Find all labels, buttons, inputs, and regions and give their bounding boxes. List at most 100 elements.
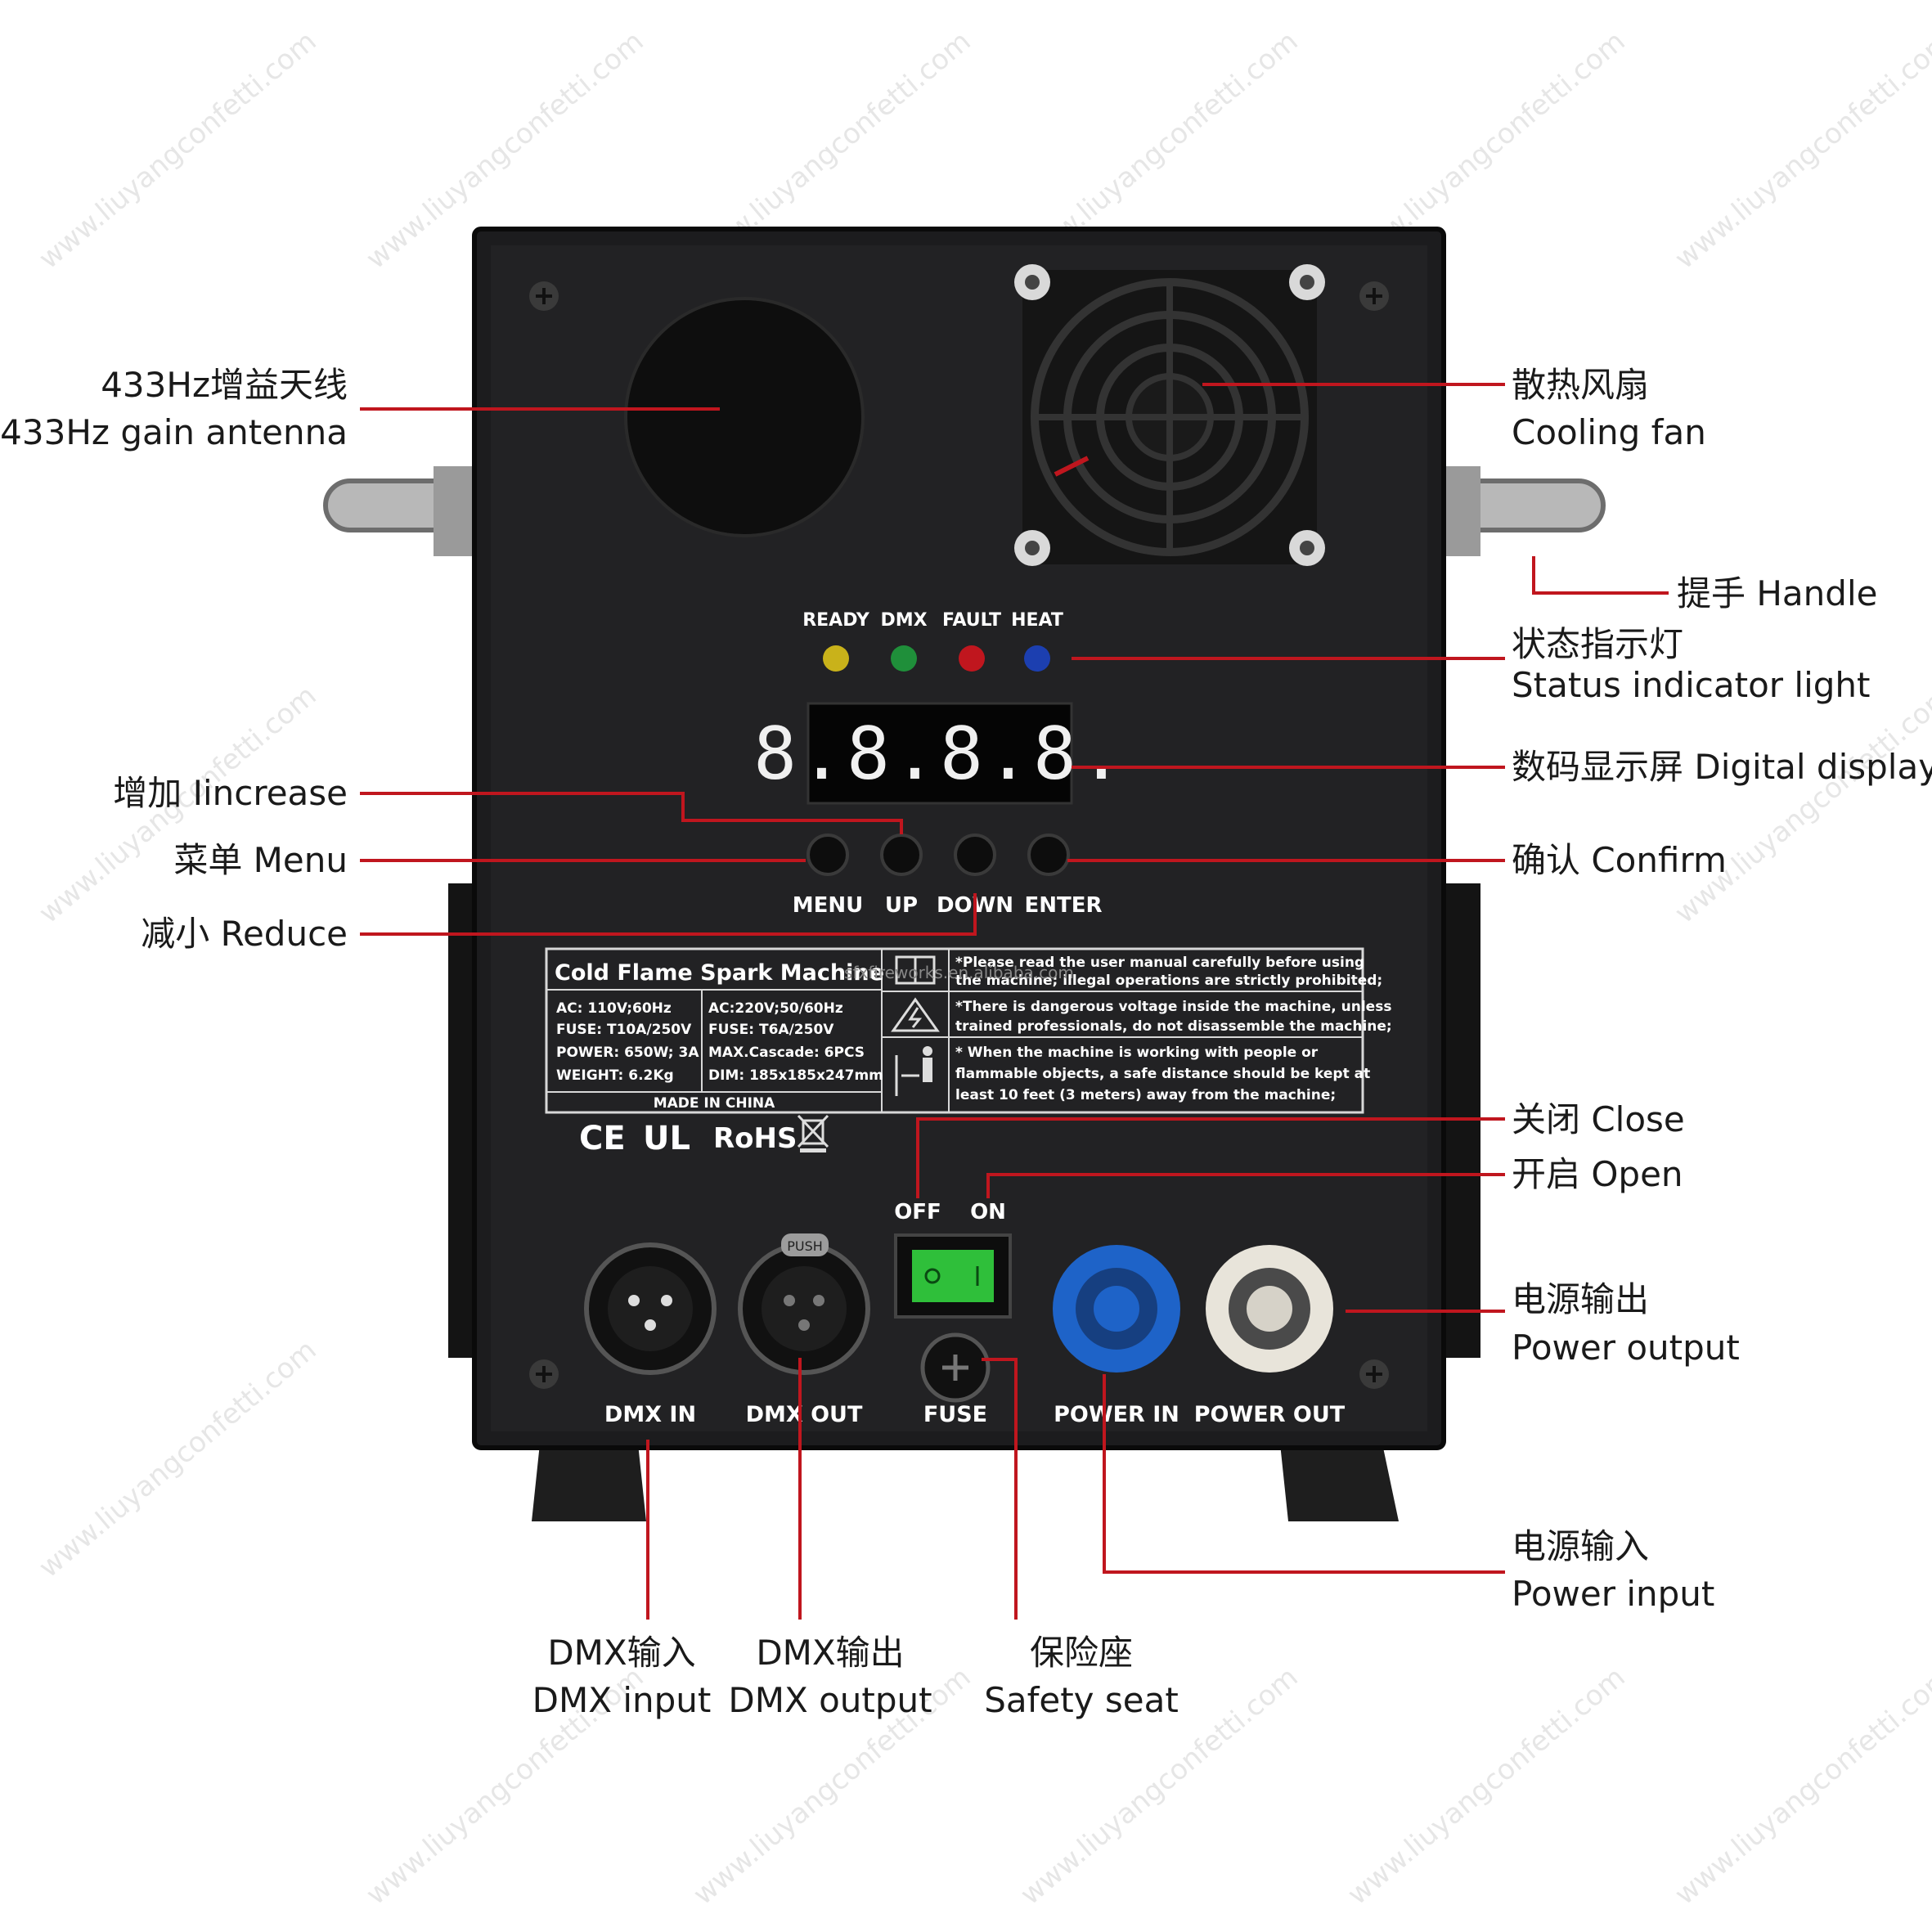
callout-power-in-en: Power input: [1512, 1574, 1714, 1614]
spec-line: FUSE: T6A/250V: [708, 1022, 834, 1038]
warning-text: * When the machine is working with peopl…: [955, 1045, 1319, 1061]
spec-line: AC:220V;50/60Hz: [708, 1000, 843, 1017]
distance-person-icon: [895, 1046, 932, 1096]
callout-dmx-out-cn: DMX输出: [756, 1633, 904, 1673]
callout-menu: 菜单 Menu: [173, 840, 348, 880]
handle-right: [1440, 466, 1606, 556]
port-label-dmx-out: DMX OUT: [746, 1402, 863, 1427]
switch-off-label: OFF: [894, 1200, 941, 1224]
leader-close: [916, 1117, 1505, 1198]
leader-fuse: [982, 1358, 1018, 1620]
high-voltage-icon: [891, 997, 940, 1032]
push-latch[interactable]: [781, 1233, 829, 1256]
callout-antenna-en: 433Hz gain antenna: [0, 412, 348, 452]
callout-power-out-cn: 电源输出: [1512, 1279, 1649, 1319]
warning-text: least 10 feet (3 meters) away from the m…: [955, 1087, 1336, 1103]
watermark: www.liuyangconfetti.com: [33, 25, 322, 275]
rohs-mark: RoHS: [713, 1122, 797, 1155]
switch-on-label: ON: [970, 1200, 1006, 1224]
power-in-port[interactable]: [1053, 1245, 1180, 1373]
port-label-power-out: POWER OUT: [1194, 1402, 1346, 1427]
dmx-in-port[interactable]: [584, 1242, 717, 1375]
led-label-ready: READY: [802, 610, 870, 631]
leader-reduce: [360, 893, 977, 936]
callout-fan-cn: 散热风扇: [1512, 365, 1649, 405]
label-plate: Cold Flame Spark Machine AC: 110V;60Hz F…: [545, 947, 1392, 1114]
callout-fan-en: Cooling fan: [1512, 412, 1706, 452]
manual-icon: [895, 955, 936, 985]
down-button[interactable]: [954, 833, 996, 876]
foot-left: [532, 1444, 646, 1521]
led-dmx: [891, 645, 917, 672]
callout-open: 开启 Open: [1512, 1154, 1683, 1194]
cooling-fan: [1014, 264, 1325, 566]
watermark: www.liuyangconfetti.com: [1669, 1660, 1932, 1911]
power-switch[interactable]: [894, 1233, 1012, 1319]
port-label-power-in: POWER IN: [1054, 1402, 1179, 1427]
up-button[interactable]: [880, 833, 923, 876]
digital-display-value: 8.8.8.8.: [753, 712, 1126, 796]
callout-reduce: 减小 Reduce: [141, 914, 348, 954]
status-leds: READY DMX FAULT HEAT: [802, 610, 1063, 672]
foot-right: [1280, 1444, 1399, 1521]
callout-power-out-en: Power output: [1512, 1328, 1740, 1368]
callout-confirm: 确认 Confirm: [1512, 840, 1727, 880]
callout-power-in-cn: 电源输入: [1512, 1526, 1649, 1566]
spec-line: POWER: 650W; 3A: [556, 1045, 699, 1061]
leader-increase: [360, 792, 903, 834]
screw-icon: [529, 1359, 559, 1389]
power-out-port[interactable]: [1206, 1245, 1333, 1373]
spec-line: MAX.Cascade: 6PCS: [708, 1045, 865, 1061]
warning-text: flammable objects, a safe distance shoul…: [955, 1066, 1370, 1082]
antenna-knob: [624, 297, 865, 537]
led-label-heat: HEAT: [1011, 610, 1063, 631]
spec-line: AC: 110V;60Hz: [556, 1000, 672, 1017]
up-button-label: UP: [885, 893, 918, 918]
leader-power-in: [1103, 1374, 1505, 1574]
warning-text: the machine; illegal operations are stri…: [955, 973, 1382, 989]
menu-button-label: MENU: [793, 893, 864, 918]
plate-title: Cold Flame Spark Machine: [555, 960, 884, 986]
callout-increase: 增加 Iincrease: [113, 773, 348, 813]
screw-icon: [529, 281, 559, 311]
leader-handle: [1532, 556, 1669, 595]
enter-button-label: ENTER: [1024, 893, 1102, 918]
callout-status-en: Status indicator light: [1512, 665, 1871, 705]
menu-button[interactable]: [806, 833, 849, 876]
led-heat: [1024, 645, 1050, 672]
callout-dmx-in-cn: DMX输入: [547, 1633, 695, 1673]
warning-text: *There is dangerous voltage inside the m…: [955, 999, 1391, 1015]
handle-left: [323, 466, 475, 556]
watermark: www.liuyangconfetti.com: [1341, 1660, 1631, 1911]
callout-close: 关闭 Close: [1512, 1099, 1685, 1139]
dmx-out-port[interactable]: PUSH: [738, 1233, 870, 1375]
callout-handle: 提手 Handle: [1677, 573, 1877, 613]
control-buttons: MENU UP DOWN ENTER: [793, 833, 1103, 918]
watermark: www.liuyangconfetti.com: [1669, 25, 1932, 275]
callout-display: 数码显示屏 Digital display: [1512, 747, 1932, 787]
ce-mark: CE: [579, 1120, 626, 1157]
watermark: www.liuyangconfetti.com: [1669, 679, 1932, 929]
led-ready: [823, 645, 849, 672]
made-in-label: MADE IN CHINA: [654, 1095, 775, 1112]
port-label-fuse: FUSE: [923, 1402, 987, 1427]
weee-bin-icon: [797, 1114, 829, 1152]
led-label-dmx: DMX: [880, 610, 927, 631]
enter-button[interactable]: [1027, 833, 1070, 876]
push-latch-label: PUSH: [787, 1238, 823, 1254]
watermark: sfxfireworks.en.alibaba.com: [844, 963, 1074, 982]
leader-lines: [360, 383, 1669, 1620]
callout-status-cn: 状态指示灯: [1512, 624, 1683, 664]
ul-mark: UL: [643, 1120, 690, 1157]
led-fault: [959, 645, 985, 672]
warning-text: *Please read the user manual carefully b…: [955, 955, 1364, 971]
fuse-holder[interactable]: [920, 1332, 991, 1403]
screw-icon: [1359, 1359, 1389, 1389]
callout-antenna-cn: 433Hz增益天线: [101, 365, 348, 405]
digital-display: [806, 702, 1073, 805]
screw-icon: [1359, 281, 1389, 311]
warning-text: trained professionals, do not disassembl…: [955, 1018, 1392, 1035]
callout-dmx-out-en: DMX output: [728, 1680, 932, 1720]
leader-open: [986, 1173, 1505, 1198]
